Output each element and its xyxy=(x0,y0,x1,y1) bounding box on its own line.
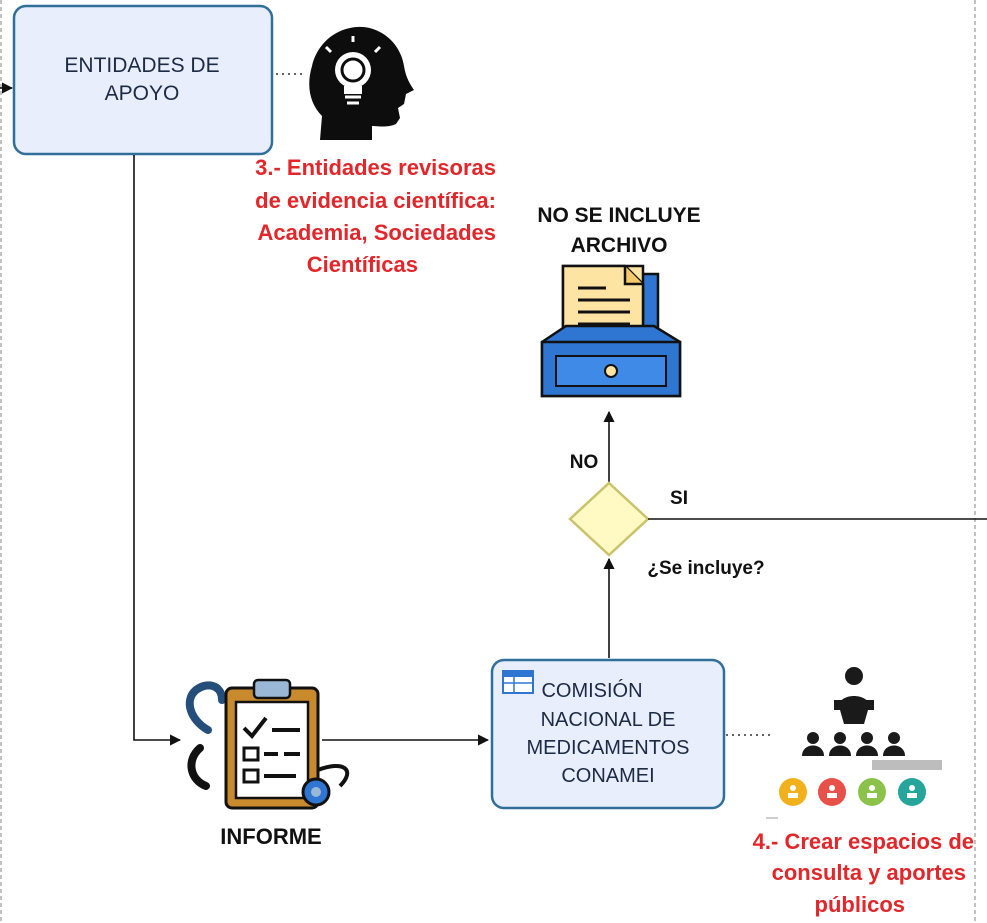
conamei-label-line2: NACIONAL DE xyxy=(541,709,676,731)
decision-diamond[interactable] xyxy=(568,481,650,557)
archivo-label-line2: ARCHIVO xyxy=(571,234,668,257)
decision-no-label: NO xyxy=(570,452,599,473)
note-step3-line3: Academia, Sociedades xyxy=(258,220,496,245)
decision-yes-label: SI xyxy=(670,488,688,509)
archivo-label-line1: NO SE INCLUYE xyxy=(537,204,700,227)
table-window-icon xyxy=(502,670,534,694)
informe-label: INFORME xyxy=(220,824,321,849)
note-step3-line4: Científicas xyxy=(307,252,418,277)
conamei-label-line3: MEDICAMENTOS xyxy=(527,737,690,759)
note-step4-line1: 4.- Crear espacios de xyxy=(753,829,974,854)
conamei-box[interactable] xyxy=(490,658,726,810)
entidades-label-line2: APOYO xyxy=(105,82,180,105)
note-step4-line3: públicos xyxy=(815,892,905,917)
entidades-label-line1: ENTIDADES DE xyxy=(64,54,219,77)
entidades-box[interactable] xyxy=(12,4,274,156)
conamei-label-line4: CONAMEI xyxy=(561,765,654,787)
entidades-to-informe-connector xyxy=(133,155,182,746)
note-step4-line2: consulta y aportes xyxy=(772,860,966,885)
conamei-label-line1: COMISIÓN xyxy=(541,679,642,702)
head-lightbulb-icon xyxy=(309,26,414,141)
clipboard-stethoscope-icon xyxy=(185,678,350,810)
archive-drawer-icon xyxy=(540,264,682,398)
note-step3-line2: de evidencia científica: xyxy=(255,188,496,213)
decision-question-label: ¿Se incluye? xyxy=(647,558,764,579)
note-step3-line1: 3.- Entidades revisoras xyxy=(255,155,496,180)
public-speaker-audience-icon xyxy=(766,667,942,819)
